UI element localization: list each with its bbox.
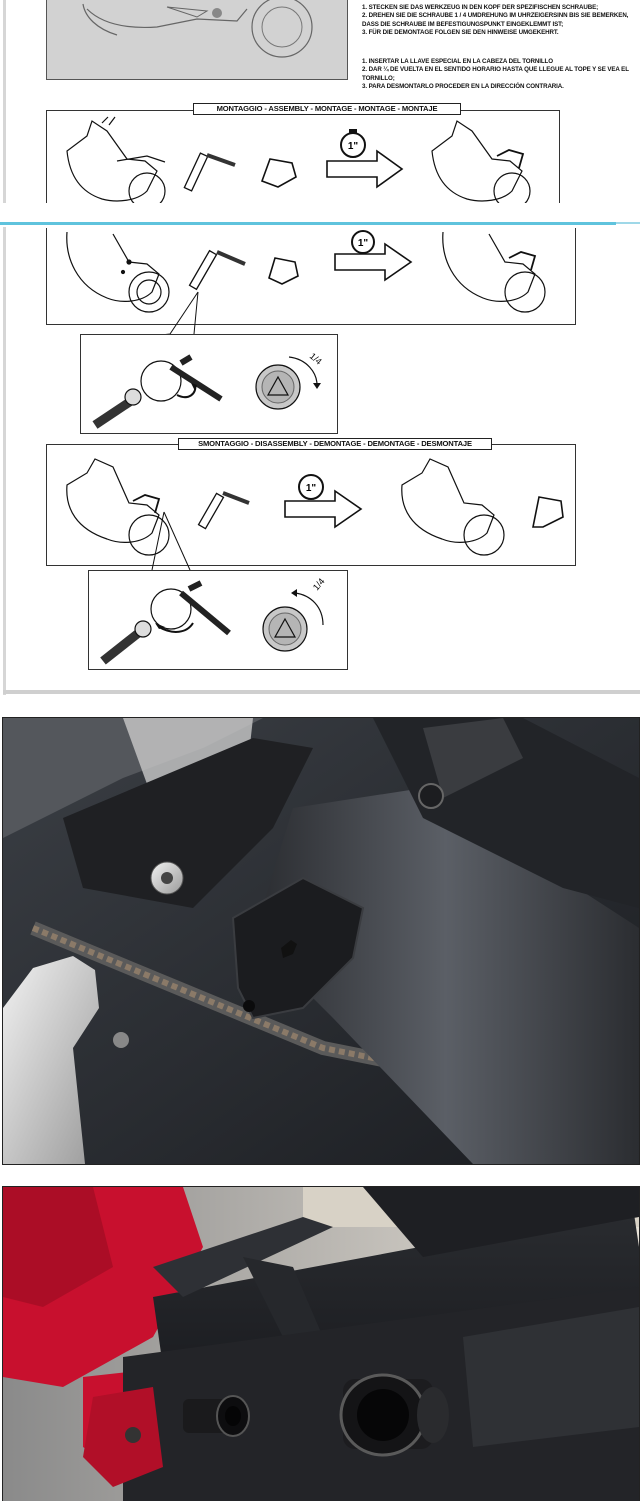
photo-mounting-pins <box>2 1186 640 1501</box>
quarter-turn-label: 1/4 <box>308 351 324 367</box>
disassembly-figure: 1" <box>46 444 576 566</box>
spanish-step: 1. INSERTAR LA LLAVE ESPECIAL EN LA CABE… <box>362 58 553 65</box>
spanish-instructions: 1. INSERTAR LA LLAVE ESPECIAL EN LA CABE… <box>362 58 632 92</box>
assembly-banner: MONTAGGIO - ASSEMBLY - MONTAGE - MONTAGE… <box>193 103 461 115</box>
motorcycle-icon <box>66 231 170 313</box>
quarter-turn-label: 1/4 <box>311 576 327 592</box>
hex-key-tool-icon <box>92 354 223 429</box>
disassembly-banner: SMONTAGGIO - DISASSEMBLY - DEMONTAGE - D… <box>178 438 492 450</box>
motorcycle-icon <box>82 0 313 58</box>
bracket-icon <box>268 257 299 285</box>
callout-line <box>151 291 199 337</box>
manual-scan: 1. STECKEN SIE DAS WERKZEUG IN DEN KOPF … <box>0 0 640 700</box>
rotation-arrow-icon <box>291 589 324 626</box>
stopwatch-icon: 1" <box>351 230 375 254</box>
spanish-step: TORNILLO; <box>362 74 395 82</box>
german-step: DASS DIE SCHRAUBE IM BEFESTIGUNGSPUNKT E… <box>362 20 564 28</box>
page-edge <box>3 690 640 694</box>
gray-illustration-panel <box>46 0 348 80</box>
hex-key-tool-icon <box>183 152 236 192</box>
bracket-icon <box>260 158 297 188</box>
assembly-detail: 1/4 <box>80 334 338 434</box>
rotation-arrow-icon <box>155 622 194 633</box>
timer-label: 1" <box>358 238 369 249</box>
screw-head-icon <box>262 606 308 652</box>
german-step: 2. DREHEN SIE DIE SCHRAUBE 1 / 4 UMDREHU… <box>362 12 629 20</box>
motorcycle-icon <box>66 458 170 556</box>
german-step: 1. STECKEN SIE DAS WERKZEUG IN DEN KOPF … <box>362 4 599 11</box>
spanish-step: 2. DAR ¼ DE VUELTA EN EL SENTIDO HORARIO… <box>362 66 629 74</box>
page-edge <box>3 0 6 695</box>
timer-label: 1" <box>306 483 317 494</box>
motorcycle-icon <box>66 116 166 210</box>
bracket-icon <box>532 496 564 528</box>
spanish-step: 3. PARA DESMONTARLO PROCEDER EN LA DIREC… <box>362 83 564 91</box>
arrow-right-icon <box>284 489 363 529</box>
mounting-pin-small <box>183 1395 250 1437</box>
stopwatch-icon: 1" <box>340 129 366 158</box>
arrow-right-icon <box>334 242 413 282</box>
disassembly-detail: 1/4 <box>88 570 348 670</box>
callout-line <box>151 511 191 571</box>
motorcycle-icon <box>442 231 546 313</box>
screw-head-icon <box>255 364 301 410</box>
photo-bracket-mount <box>2 717 640 1165</box>
hex-key-tool-icon <box>100 580 231 665</box>
german-instructions: 1. STECKEN SIE DAS WERKZEUG IN DEN KOPF … <box>362 4 632 38</box>
hex-key-tool-icon <box>188 249 246 291</box>
rotation-arrow-icon <box>288 356 321 389</box>
assembly-figure: 1" <box>46 228 576 325</box>
grab-handle <box>153 1217 333 1337</box>
motorcycle-icon <box>431 120 531 210</box>
hex-key-tool-icon <box>197 491 250 530</box>
scroll-line <box>0 222 616 225</box>
luggage-bracket <box>63 738 365 1020</box>
rotation-arrow-icon <box>176 383 197 399</box>
german-step: 3. FÜR DIE DEMONTAGE FOLGEN SIE DEN HINW… <box>362 29 559 37</box>
scroll-line-tail <box>616 222 640 224</box>
mounting-pin-large <box>339 1373 449 1457</box>
timer-label: 1" <box>348 141 359 152</box>
stopwatch-icon: 1" <box>298 474 324 500</box>
quick-release-bolt <box>150 861 184 895</box>
arrow-right-icon <box>326 149 404 189</box>
motorcycle-icon <box>401 458 505 556</box>
